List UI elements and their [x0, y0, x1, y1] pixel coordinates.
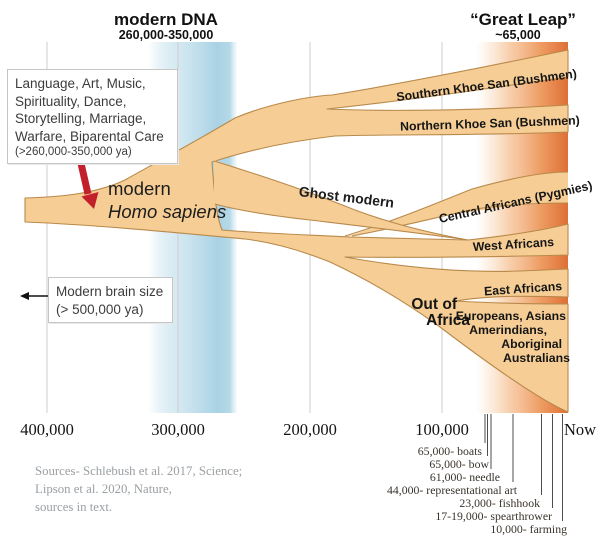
event-representational-art: 44,000- representational art	[386, 483, 517, 497]
ooa-descendants-line2: Amerindians,	[469, 323, 547, 337]
event-spearthrower: 17-19,000- spearthrower	[435, 509, 552, 523]
axis-tick-100000: 100,000	[415, 420, 469, 439]
ghost-modern-branch	[213, 160, 469, 241]
event-needle: 61,000- needle	[429, 470, 500, 484]
axis-tick-400000: 400,000	[20, 420, 74, 439]
left-arrow-icon	[20, 292, 49, 300]
trunk-label: modern Homo sapiens	[108, 177, 226, 223]
event-ticks	[484, 414, 563, 521]
event-farming: 10,000- farming	[490, 522, 567, 536]
great-leap-title: “Great Leap”	[470, 10, 576, 29]
modern-dna-range: 260,000-350,000	[118, 28, 214, 42]
red-arrow-icon	[76, 158, 99, 209]
trunk-label-line1: modern	[108, 178, 171, 199]
ooa-descendants-line1: Europeans, Asians	[455, 309, 566, 323]
trunk-label-line2: Homo sapiens	[108, 201, 227, 222]
traits-line: Warfare, Biparental Care	[15, 128, 164, 144]
modern-dna-title: modern DNA	[114, 10, 218, 29]
axis-tick-200000: 200,000	[283, 420, 337, 439]
traits-callout: Language, Art, Music, Spirituality, Danc…	[7, 69, 178, 164]
event-boats: 65,000- boats	[417, 444, 482, 458]
event-fishhook: 23,000- fishhook	[459, 496, 540, 510]
tree-skeleton	[24, 49, 569, 413]
out-of-africa-label-line2: Africa	[426, 312, 470, 329]
traits-line: Spirituality, Dance,	[15, 93, 127, 109]
great-leap-range: ~65,000	[495, 28, 541, 42]
ooa-descendants-line4: Australians	[503, 351, 570, 365]
brain-size-line: Modern brain size	[56, 284, 164, 299]
sources-line2: Lipson et al. 2020, Nature,	[35, 482, 172, 496]
axis-tick-300000: 300,000	[151, 420, 205, 439]
sources-line1: Sources- Schlebush et al. 2017, Science;	[35, 464, 243, 478]
traits-line: Storytelling, Marriage,	[15, 111, 147, 126]
out-of-africa-label-line1: Out of	[411, 296, 457, 313]
sources-note: Sources- Schlebush et al. 2017, Science;…	[35, 462, 242, 516]
brain-size-callout: Modern brain size (> 500,000 ya)	[48, 277, 173, 323]
brain-size-line: (> 500,000 ya)	[56, 301, 144, 317]
event-bow: 65,000- bow	[429, 457, 489, 471]
sources-line3: sources in text.	[35, 500, 113, 514]
traits-note: (>260,000-350,000 ya)	[15, 146, 132, 158]
ooa-descendants-line3: Aboriginal	[501, 337, 562, 351]
axis-tick-now: Now	[563, 420, 597, 439]
traits-line: Language, Art, Music,	[15, 76, 146, 91]
